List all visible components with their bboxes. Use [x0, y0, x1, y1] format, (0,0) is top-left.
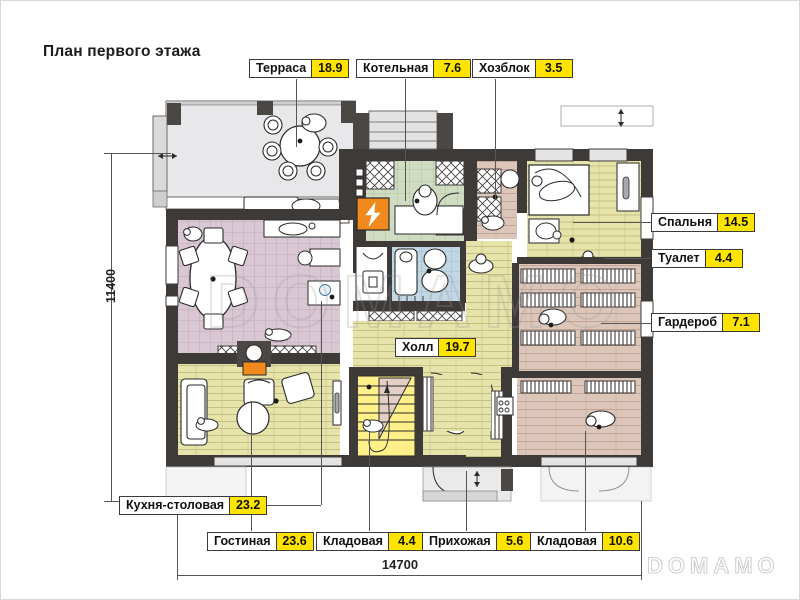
room-name-pantry-left: Кладовая	[323, 534, 383, 549]
leader-terrace	[296, 79, 297, 147]
room-name-entry: Прихожая	[429, 534, 491, 549]
room-area-pantry-left: 4.4	[387, 533, 425, 550]
leader-bedroom	[573, 222, 651, 223]
room-label-entry[interactable]: Прихожая 5.6	[422, 532, 534, 551]
dim-tick-right	[641, 570, 642, 580]
room-area-terrace: 18.9	[311, 60, 349, 77]
room-label-toilet[interactable]: Туалет 4.4	[651, 249, 743, 268]
leader-pantry1	[369, 431, 370, 531]
room-name-kitchen: Кухня-столовая	[126, 498, 225, 513]
page-title: План первого этажа	[43, 43, 201, 60]
staircase	[349, 367, 423, 457]
dim-ext-right	[641, 501, 642, 575]
room-label-terrace[interactable]: Терраса 18.9	[249, 59, 350, 78]
room-area-pantry-right: 10.6	[601, 533, 639, 550]
room-toilet-wardrobe	[511, 257, 654, 371]
dim-line-horizontal	[177, 575, 641, 576]
room-area-kitchen: 23.2	[229, 497, 267, 514]
leader-toilet	[604, 258, 651, 259]
room-name-hall: Холл	[402, 340, 434, 355]
room-area-utility: 3.5	[534, 60, 572, 77]
room-name-boiler: Котельная	[363, 61, 429, 76]
room-label-bedroom[interactable]: Спальня 14.5	[651, 213, 755, 232]
room-area-living: 23.6	[275, 533, 313, 550]
leader-wardrobe	[601, 323, 651, 324]
room-label-living[interactable]: Гостиная 23.6	[207, 532, 314, 551]
room-label-hall[interactable]: Холл 19.7	[395, 338, 477, 357]
room-terrace	[152, 100, 356, 224]
room-name-toilet: Туалет	[658, 251, 700, 266]
room-label-kitchen[interactable]: Кухня-столовая 23.2	[119, 496, 268, 515]
leader-boiler	[405, 79, 406, 201]
dim-ext-left	[177, 501, 178, 575]
room-name-living: Гостиная	[214, 534, 271, 549]
room-label-wardrobe[interactable]: Гардероб 7.1	[651, 313, 761, 332]
leader-entry	[466, 471, 467, 531]
leader-living	[251, 401, 252, 531]
room-label-utility[interactable]: Хозблок 3.5	[472, 59, 573, 78]
room-name-bedroom: Спальня	[658, 215, 712, 230]
room-bathroom	[353, 241, 466, 322]
dim-label-vertical: 11400	[104, 268, 118, 303]
leader-utility	[495, 79, 496, 199]
room-bedroom	[527, 148, 654, 271]
dim-tick-left	[177, 570, 178, 580]
room-label-boiler[interactable]: Котельная 7.6	[356, 59, 472, 78]
room-name-pantry-right: Кладовая	[537, 534, 597, 549]
room-area-wardrobe: 7.1	[722, 314, 760, 331]
room-label-pantry-left[interactable]: Кладовая 4.4	[316, 532, 426, 551]
room-label-pantry-right[interactable]: Кладовая 10.6	[530, 532, 640, 551]
dim-label-horizontal: 14700	[381, 557, 419, 572]
room-entry	[422, 466, 513, 502]
dim-ext-top	[111, 153, 171, 154]
room-area-entry: 5.6	[495, 533, 533, 550]
leader-kitchen	[221, 505, 321, 506]
room-pantry-left	[419, 375, 514, 432]
room-area-hall: 19.7	[438, 339, 476, 356]
terrace-dim-arrow	[158, 153, 177, 159]
leader-kitchen-v	[321, 301, 322, 505]
room-area-bedroom: 14.5	[717, 214, 754, 231]
leader-pantry2	[585, 431, 586, 531]
room-utility	[467, 161, 527, 266]
room-living	[178, 341, 343, 467]
room-name-wardrobe: Гардероб	[658, 315, 718, 330]
room-pantry-right	[511, 371, 652, 502]
room-name-terrace: Терраса	[256, 61, 307, 76]
dim-line-vertical	[111, 153, 112, 501]
left-porch	[165, 466, 247, 502]
room-name-utility: Хозблок	[479, 61, 530, 76]
top-right-dim-arrow	[560, 105, 654, 127]
room-area-boiler: 7.6	[433, 60, 471, 77]
room-area-toilet: 4.4	[704, 250, 742, 267]
